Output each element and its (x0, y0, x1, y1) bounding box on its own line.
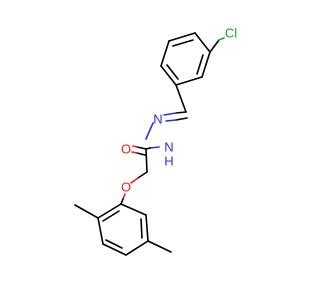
ring1-double-bond (196, 54, 204, 75)
hydrazide-hydrogen-label: H (164, 154, 173, 169)
c-o-double-bond-colored (132, 145, 138, 148)
ether-oxygen-label: O (121, 180, 131, 195)
ring2-bond (145, 214, 149, 242)
c-o-double-bond-2-colored (131, 151, 138, 154)
ring1-bond (201, 51, 211, 78)
methyl-bond-ortho (74, 204, 99, 219)
imine-nitrogen-label: N (153, 112, 162, 127)
c-o-double-bond-2 (136, 152, 146, 156)
ring1-double-bond (166, 64, 179, 80)
o-ring-bond-colored (122, 193, 126, 200)
ring-ch-bond (175, 84, 187, 113)
dimethylphenyl-ring (97, 203, 149, 256)
ring2-bond (125, 240, 149, 256)
c-o-double-bond (136, 146, 147, 150)
ring2-bond (120, 203, 147, 216)
molecule-diagram: Cl N N H O O (74, 25, 238, 256)
ring1-double-bond (172, 39, 194, 47)
c-cl-bond (209, 39, 220, 53)
ch-n-double-bond-2 (175, 117, 188, 121)
ring1-bond (160, 65, 177, 86)
ch-n-double-bond (175, 111, 187, 114)
ch2-o-bond (137, 171, 148, 179)
ring2-bond (97, 217, 104, 245)
o-ring-bond (120, 198, 124, 205)
molecule-structure: Cl N N H O O (74, 26, 237, 256)
nh-carbonyl-bond-colored (149, 146, 160, 149)
carbonyl-oxygen-label: O (121, 142, 131, 157)
ring2-double-bond (105, 239, 123, 249)
ch-n-double-bond-colored (163, 112, 177, 116)
ring2-bond (102, 243, 127, 256)
ring2-double-bond (140, 218, 143, 239)
chlorine-label: Cl (225, 26, 237, 41)
ch-n-double-bond-2-colored (165, 119, 177, 122)
ch2-o-bond-colored (130, 177, 139, 184)
ring1-bond (175, 76, 203, 86)
ring1-bond (160, 40, 170, 67)
ring2-bond (97, 203, 122, 219)
chlorophenyl-ring (160, 32, 211, 86)
n-n-bond (145, 122, 154, 140)
c-cl-bond-colored (218, 37, 225, 41)
ring1-bond (168, 32, 196, 42)
ring1-bond (194, 32, 211, 53)
hydrazide-nitrogen-label: N (164, 140, 173, 155)
methyl-bond-meta (147, 240, 172, 253)
ring2-double-bond (102, 210, 120, 222)
carbonyl-ch2-bond (145, 148, 148, 173)
